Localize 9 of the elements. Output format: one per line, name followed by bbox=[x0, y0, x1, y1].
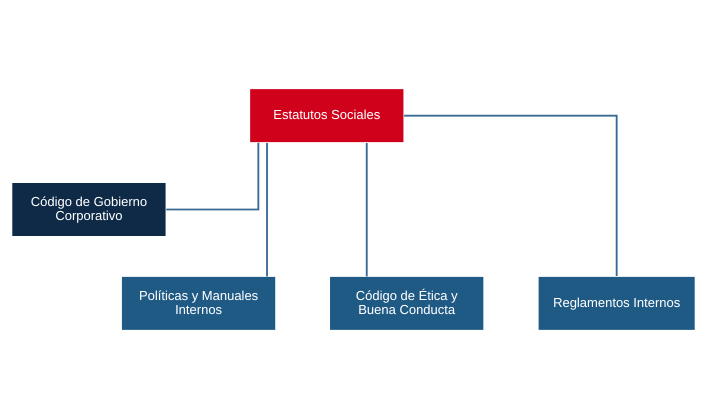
connector bbox=[166, 142, 260, 210]
connector bbox=[266, 142, 268, 276]
node-box: Estatutos Sociales bbox=[249, 88, 404, 143]
node-box: Código de Ética y Buena Conducta bbox=[329, 275, 484, 330]
node-box: Reglamentos Internos bbox=[538, 275, 696, 330]
node-box: Políticas y Manuales Internos bbox=[121, 275, 276, 330]
connector bbox=[366, 142, 368, 276]
node-box: Código de Gobierno Corporativo bbox=[11, 182, 167, 236]
connector bbox=[404, 114, 618, 276]
